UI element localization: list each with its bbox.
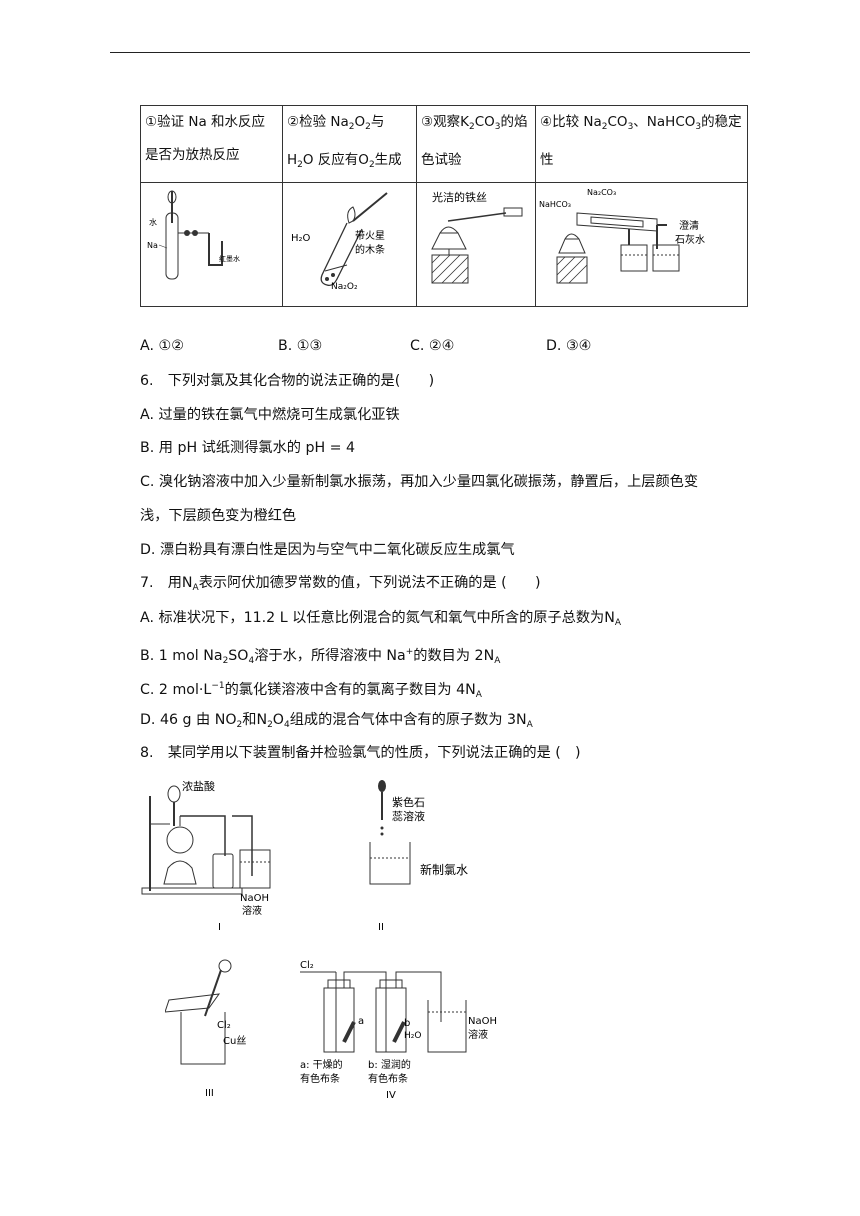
svg-text:II: II [378, 922, 384, 933]
svg-text:IV: IV [386, 1090, 396, 1101]
svg-text:III: III [205, 1088, 214, 1099]
svg-text:H₂O: H₂O [291, 233, 311, 244]
svg-text:Na₂CO₃: Na₂CO₃ [587, 188, 616, 197]
svg-text:a: a [358, 1016, 364, 1027]
svg-text:NaOH: NaOH [468, 1016, 497, 1027]
q7-option-b[interactable]: B. 1 mol Na2SO4溶于水，所得溶液中 Na+的数目为 2NA [140, 647, 501, 666]
header-rule [110, 52, 750, 53]
q7-option-d[interactable]: D. 46 g 由 NO2和N2O4组成的混合气体中含有的原子数为 3NA [140, 712, 533, 730]
svg-text:有色布条: 有色布条 [300, 1072, 340, 1085]
apparatus-III [218, 959, 232, 973]
svg-text:新制氯水: 新制氯水 [420, 862, 468, 877]
svg-text:Na₂O₂: Na₂O₂ [331, 282, 358, 292]
svg-text:溶液: 溶液 [242, 904, 262, 917]
cell-4: ④比较 Na2CO3、NaHCO3的稳定性 [535, 105, 748, 183]
cell-3: ③观察K2CO3的焰色试验 [416, 105, 536, 183]
apparatus-4: Na₂CO₃ NaHCO₃ 澄清 石灰水 [535, 182, 748, 307]
apparatus-IV: Cl₂ a b H₂O NaOH 溶液 a: 干燥的 有色布条 b: 湿润的 有… [300, 960, 497, 1101]
apparatus-2: H₂O 带火星 的木条 Na₂O₂ [282, 182, 417, 307]
svg-text:带火星: 带火星 [355, 230, 385, 242]
q6-option-b[interactable]: B. 用 pH 试纸测得氯水的 pH = 4 [140, 440, 356, 456]
q7-option-c[interactable]: C. 2 mol·L−1的氯化镁溶液中含有的氯离子数目为 4NA [140, 681, 482, 700]
q6-option-c[interactable]: C. 溴化钠溶液中加入少量新制氯水振荡，再加入少量四氯化碳振荡，静置后，上层颜色… [140, 474, 699, 490]
q6-option-a[interactable]: A. 过量的铁在氯气中燃烧可生成氯化亚铁 [140, 407, 400, 423]
q5-options: A. ①② B. ①③ C. ②④ D. ③④ [140, 335, 591, 357]
q6-option-d[interactable]: D. 漂白粉具有漂白性是因为与空气中二氧化碳反应生成氯气 [140, 542, 515, 558]
option-a[interactable]: A. ①② [140, 338, 184, 354]
svg-text:Cl₂: Cl₂ [300, 960, 314, 971]
svg-text:a: 干燥的: a: 干燥的 [300, 1058, 343, 1071]
option-c[interactable]: C. ②④ [410, 338, 455, 354]
svg-text:Cu丝: Cu丝 [223, 1035, 246, 1047]
q8-stem: 8. 某同学用以下装置制备并检验氯气的性质，下列说法正确的是 ( ) [140, 745, 581, 761]
svg-text:有色布条: 有色布条 [368, 1072, 408, 1085]
option-b[interactable]: B. ①③ [278, 338, 323, 354]
apparatus-1: 水 Na 红墨水 [140, 182, 283, 307]
apparatus-3: 光洁的铁丝 [416, 182, 536, 307]
svg-text:蕊溶液: 蕊溶液 [392, 809, 425, 823]
q7-option-a[interactable]: A. 标准状况下，11.2 L 以任意比例混合的氮气和氧气中所含的原子总数为NA [140, 610, 622, 628]
q7-stem: 7. 用NA表示阿伏加德罗常数的值，下列说法不正确的是 ( ) [140, 575, 541, 593]
svg-text:紫色石: 紫色石 [392, 795, 425, 809]
option-d[interactable]: D. ③④ [546, 338, 592, 354]
svg-text:H₂O: H₂O [404, 1031, 421, 1041]
svg-text:NaOH: NaOH [240, 893, 269, 904]
svg-text:浓盐酸: 浓盐酸 [182, 779, 215, 793]
svg-text:Cl₂: Cl₂ [217, 1020, 231, 1031]
svg-text:的木条: 的木条 [355, 243, 385, 256]
apparatus-I: 浓盐酸 NaOH 溶液 I [141, 779, 271, 933]
q6-stem: 6. 下列对氯及其化合物的说法正确的是( ) [140, 373, 435, 389]
svg-text:水: 水 [149, 217, 157, 227]
svg-text:b: 湿润的: b: 湿润的 [368, 1058, 411, 1071]
svg-text:光洁的铁丝: 光洁的铁丝 [432, 190, 487, 204]
cell-1: ①验证 Na 和水反应是否为放热反应 [140, 105, 283, 183]
svg-text:I: I [218, 922, 221, 933]
svg-text:b: b [404, 1018, 410, 1029]
svg-text:石灰水: 石灰水 [675, 233, 705, 246]
svg-text:NaHCO₃: NaHCO₃ [539, 200, 571, 209]
svg-text:澄清: 澄清 [679, 219, 699, 232]
q6-option-c-cont: 浅，下层颜色变为橙红色 [140, 508, 297, 524]
apparatus-II: 紫色石 蕊溶液 新制氯水 II [369, 780, 468, 933]
svg-text:Na: Na [147, 241, 158, 250]
svg-text:红墨水: 红墨水 [219, 254, 240, 263]
svg-text:溶液: 溶液 [468, 1028, 488, 1041]
